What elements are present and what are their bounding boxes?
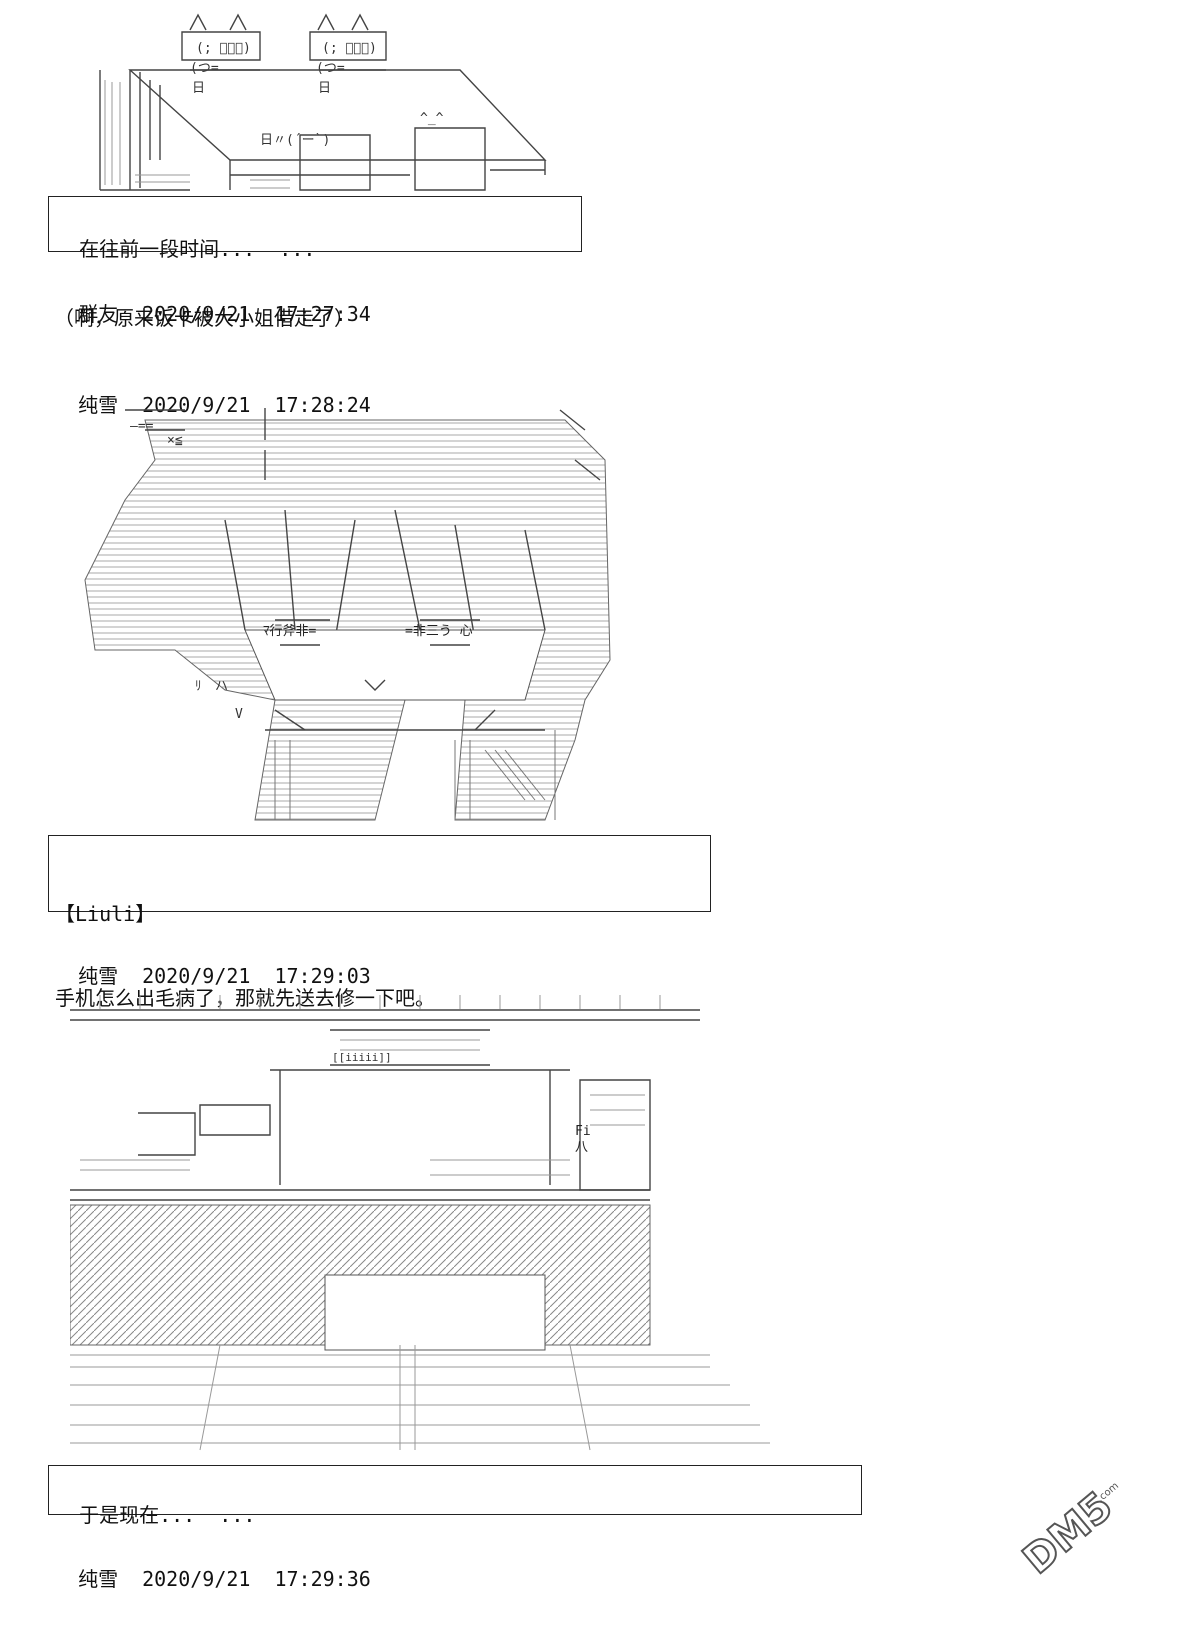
post-body: （啊，原来饭卡被大小姐借走了） [54, 306, 354, 330]
eye-right: =非三う 心 [405, 624, 473, 639]
hair-mark: ―== [130, 419, 154, 434]
cat-paw: (つ= [190, 61, 219, 76]
poster-name: 纯雪 [78, 964, 119, 988]
cat-tag: 日 [192, 81, 205, 96]
hachi-label: 八 [575, 1140, 588, 1155]
post-time: 17:28:24 [274, 393, 371, 417]
ascii-art-character: ﾏ行斧非= =非三う 心 ―== ×≦ ﾘ ハ V [75, 400, 620, 830]
ascii-art-table-scene: (; ゚ｰﾟ) (つ= (; ゚ｰﾟ) (つ= 日 日 日〃(´ー`) ^_^ [90, 10, 560, 195]
post-header: 纯雪 2020/9/21 17:29:03 [54, 937, 371, 989]
post-header: 纯雪 2020/9/21 17:28:24 [54, 366, 371, 418]
post-date: 2020/9/21 [142, 393, 251, 417]
post-date: 2020/9/21 [142, 964, 251, 988]
fi-label: Fi [575, 1124, 591, 1139]
poster-name: 群友 [78, 302, 119, 326]
post-time: 17:27:34 [274, 302, 371, 326]
dialogue-text: 手机怎么出毛病了，那就先送去修一下吧。 [55, 986, 435, 1010]
caption-text: 在往前一段时间... ... [79, 237, 316, 261]
svg-text:.com: .com [1095, 1480, 1121, 1504]
cat-ears: ^_^ [420, 111, 444, 126]
hair-mark-2: ×≦ [167, 433, 183, 448]
shelf-label: [[iiiii]] [332, 1051, 392, 1064]
dialogue-box: 【Liuli】 手机怎么出毛病了，那就先送去修一下吧。 [48, 835, 711, 1010]
side-mark-3: V [235, 707, 243, 722]
cat-tag-2: 日 [318, 81, 331, 96]
post-header: 群友 2020/9/21 17:27:34 [54, 275, 371, 327]
post-date: 2020/9/21 [142, 1567, 251, 1591]
cat-paw-2: (つ= [316, 61, 345, 76]
cat-face-2: (; ゚ｰﾟ) [322, 41, 377, 56]
caption-box: 在往前一段时间... ... [48, 196, 582, 261]
poster-name: 纯雪 [78, 1567, 119, 1591]
caption-text: 于是现在... ... [79, 1503, 256, 1527]
caption-box: 于是现在... ... [48, 1465, 862, 1527]
watermark-logo: DM5 .com [1010, 1453, 1160, 1597]
ascii-art-shop-scene: Fi 八 [[iiiii]] [70, 995, 780, 1455]
post-header: 纯雪 2020/9/21 17:29:36 [54, 1540, 371, 1592]
poster-name: 纯雪 [78, 393, 119, 417]
eye-left: ﾏ行斧非= [263, 624, 317, 639]
post-time: 17:29:03 [274, 964, 371, 988]
side-mark: ﾘ [195, 679, 202, 694]
cat-small: 日〃(´ー`) [260, 133, 330, 148]
cat-face: (; ゚ｰﾟ) [196, 41, 251, 56]
side-mark-2: ハ [215, 679, 228, 694]
post-time: 17:29:36 [274, 1567, 371, 1591]
post-date: 2020/9/21 [142, 302, 251, 326]
speaker-label: 【Liuli】 [55, 902, 156, 926]
